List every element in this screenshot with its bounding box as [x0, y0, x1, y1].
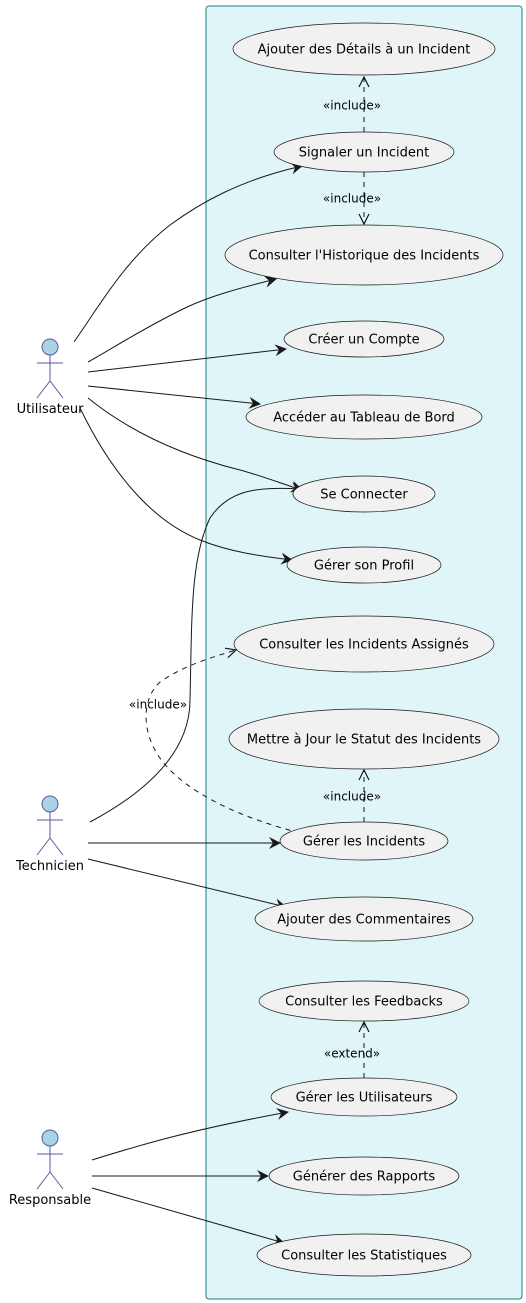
use-case-ellipse [233, 615, 495, 673]
use-case-ellipse [292, 475, 436, 513]
use-case-label: Gérer les Incidents [303, 835, 426, 850]
use-case-ellipse [279, 821, 449, 861]
use-case-ellipse [254, 896, 474, 942]
actor-head-icon [41, 795, 59, 813]
use-case-label: Générer des Rapports [293, 1170, 436, 1185]
use-cases-layer: Ajouter des Détails à un IncidentSignale… [224, 22, 504, 1277]
use-case-label: Consulter les Feedbacks [285, 995, 443, 1010]
association-technicien-to-commentaires [87, 858, 287, 911]
use-case-gerer-incidents[interactable]: Gérer les Incidents [279, 821, 449, 861]
use-case-ellipse [270, 1077, 458, 1117]
use-case-feedbacks[interactable]: Consulter les Feedbacks [258, 980, 470, 1022]
stereotype-label: «include» [323, 790, 381, 804]
use-case-label: Accéder au Tableau de Bord [273, 411, 455, 426]
actor-head-icon [41, 1129, 59, 1147]
use-case-label: Gérer les Utilisateurs [296, 1091, 433, 1106]
use-case-ellipse [245, 394, 483, 440]
use-case-label: Signaler un Incident [299, 146, 429, 161]
use-case-signaler[interactable]: Signaler un Incident [273, 131, 455, 173]
use-case-ellipse [256, 1233, 472, 1277]
association-technicien-to-connecter [89, 482, 304, 823]
use-case-tableau-bord[interactable]: Accéder au Tableau de Bord [245, 394, 483, 440]
stereotype-label: «include» [323, 192, 381, 206]
use-case-profil[interactable]: Gérer son Profil [286, 546, 442, 584]
stereotype-label: «include» [323, 99, 381, 113]
use-case-ellipse [268, 1156, 460, 1196]
association-utilisateur-to-historique [87, 275, 277, 363]
stereotype-label: «include» [129, 698, 187, 712]
use-case-label: Ajouter des Commentaires [277, 913, 451, 928]
use-case-commentaires[interactable]: Ajouter des Commentaires [254, 896, 474, 942]
include-relation-gerer-incidents-to-incidents-assignes [145, 650, 301, 834]
use-case-mettre-a-jour[interactable]: Mettre à Jour le Statut des Incidents [228, 708, 500, 770]
actor-body-icon [36, 1146, 64, 1190]
association-utilisateur-to-creer-compte [87, 344, 287, 373]
actor-technicien[interactable]: Technicien [15, 795, 84, 874]
use-case-ellipse [283, 320, 445, 358]
use-case-label: Consulter les Incidents Assignés [259, 638, 469, 653]
association-utilisateur-to-signaler [73, 162, 303, 343]
use-case-gerer-utilisateurs[interactable]: Gérer les Utilisateurs [270, 1077, 458, 1117]
relations-layer: «include» «include» «include» «include» «ext… [73, 77, 381, 1246]
use-case-ajouter-details[interactable]: Ajouter des Détails à un Incident [232, 22, 496, 76]
use-case-incidents-assignes[interactable]: Consulter les Incidents Assignés [233, 615, 495, 673]
use-case-rapports[interactable]: Générer des Rapports [268, 1156, 460, 1196]
association-responsable-to-statistiques [91, 1187, 285, 1246]
use-case-label: Mettre à Jour le Statut des Incidents [247, 733, 481, 748]
actor-utilisateur[interactable]: Utilisateur [17, 338, 85, 417]
association-utilisateur-to-tableau-bord [87, 385, 261, 409]
use-case-connecter[interactable]: Se Connecter [292, 475, 436, 513]
use-case-ellipse [228, 708, 500, 770]
use-case-label: Consulter l'Historique des Incidents [249, 249, 480, 264]
use-case-statistiques[interactable]: Consulter les Statistiques [256, 1233, 472, 1277]
use-case-historique[interactable]: Consulter l'Historique des Incidents [224, 224, 504, 286]
use-case-label: Consulter les Statistiques [281, 1249, 447, 1264]
actor-body-icon [36, 355, 64, 399]
actor-head-icon [41, 338, 59, 356]
actor-body-icon [36, 812, 64, 856]
use-case-ellipse [232, 22, 496, 76]
association-utilisateur-to-profil [79, 407, 293, 565]
use-case-ellipse [258, 980, 470, 1022]
actor-label: Responsable [9, 1193, 91, 1208]
association-responsable-to-gerer-utilisateurs [91, 1108, 289, 1161]
use-case-label: Ajouter des Détails à un Incident [258, 43, 471, 58]
use-case-creer-compte[interactable]: Créer un Compte [283, 320, 445, 358]
use-case-label: Se Connecter [320, 488, 408, 503]
actor-label: Technicien [15, 859, 84, 874]
actor-label: Utilisateur [17, 402, 85, 417]
use-case-ellipse [286, 546, 442, 584]
use-case-ellipse [273, 131, 455, 173]
use-case-label: Créer un Compte [308, 333, 419, 348]
stereotype-label: «extend» [324, 1047, 380, 1061]
use-case-ellipse [224, 224, 504, 286]
association-utilisateur-to-connecter [87, 397, 303, 493]
use-case-label: Gérer son Profil [314, 559, 414, 574]
actor-responsable[interactable]: Responsable [9, 1129, 91, 1208]
